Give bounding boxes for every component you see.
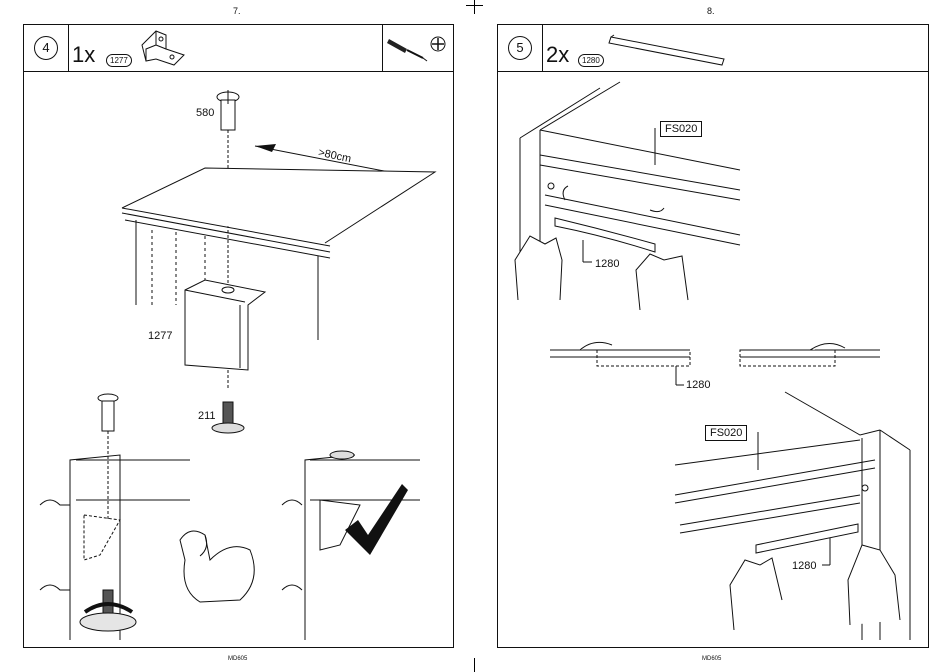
label-fs020-bottom: FS020 — [705, 425, 747, 441]
label-1280-bottom: 1280 — [792, 560, 816, 572]
label-fs020-top: FS020 — [660, 121, 702, 137]
label-1280-mid: 1280 — [686, 379, 710, 391]
hand-icon — [515, 236, 688, 310]
footer-code-left: MD605 — [228, 656, 247, 662]
label-1280-top: 1280 — [595, 258, 619, 270]
step-5-illustration — [0, 0, 950, 648]
footer-code-right: MD605 — [702, 656, 721, 662]
hand-icon-bottom — [730, 545, 900, 630]
crop-mark-bottom — [474, 658, 475, 672]
